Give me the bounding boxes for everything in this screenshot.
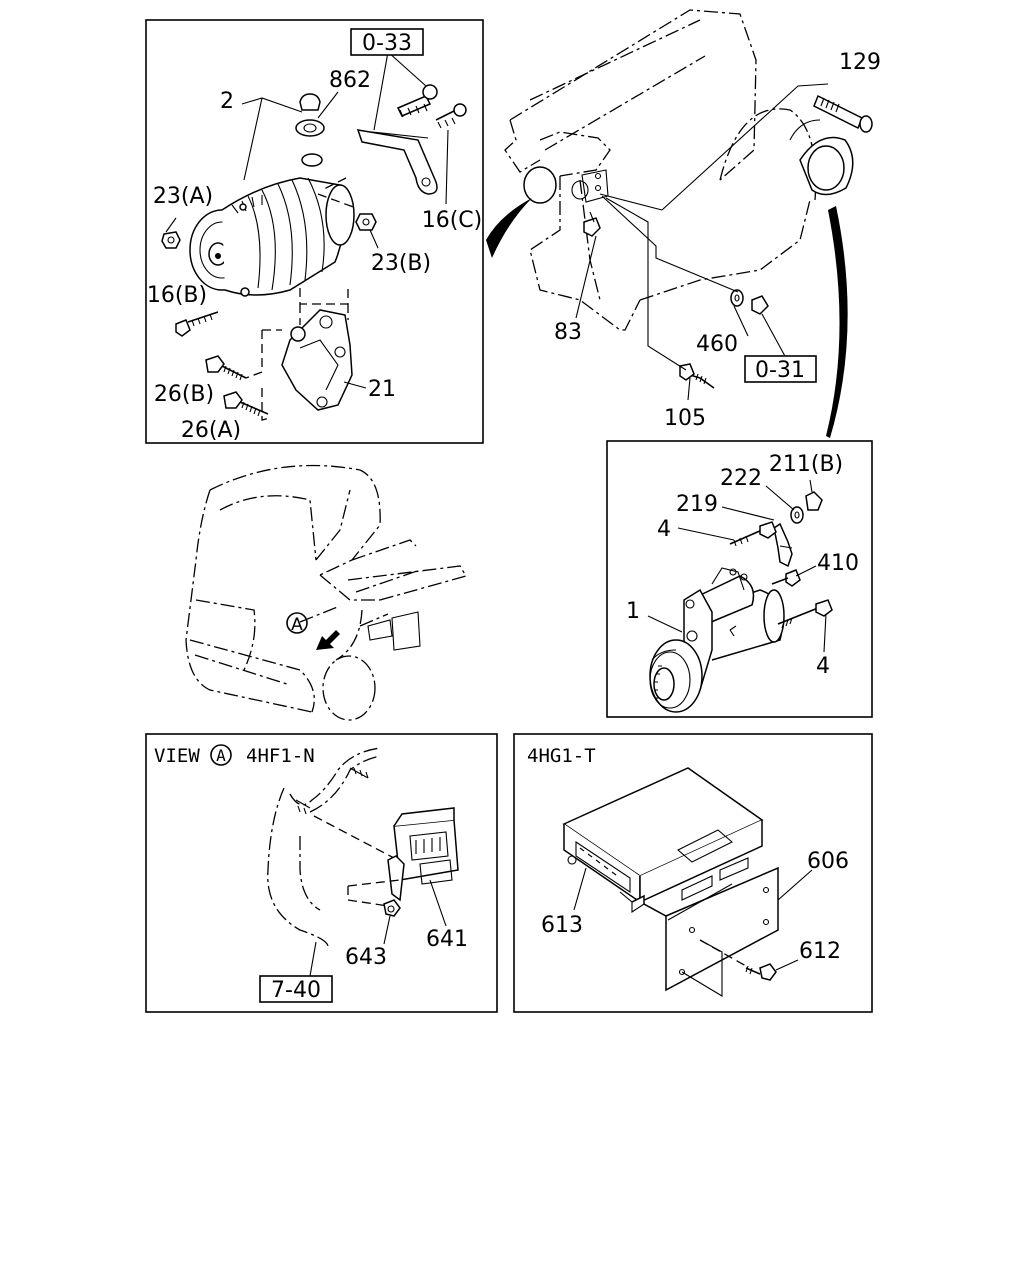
label-219: 219 <box>676 492 718 517</box>
ecu-panel-title: 4HG1-T <box>527 745 596 767</box>
ref-7-40-label: 7-40 <box>271 978 321 1003</box>
starter-panel-frame <box>606 440 873 718</box>
starter-small-parts <box>729 491 833 629</box>
label-23a: 23(A) <box>153 184 213 209</box>
alternator-bracket <box>281 309 353 411</box>
starter-motor-drawing <box>649 567 785 713</box>
label-4-top: 4 <box>657 517 671 542</box>
label-23b: 23(B) <box>371 251 431 276</box>
engine-block-drawing <box>504 9 854 331</box>
swoosh-to-alternator <box>486 198 532 258</box>
bolt-83 <box>583 211 601 237</box>
label-129: 129 <box>839 50 881 75</box>
starter-leader-lines <box>647 479 827 653</box>
label-4-bottom: 4 <box>816 654 830 679</box>
view-marker-circle <box>286 612 308 634</box>
label-16b: 16(B) <box>147 283 207 308</box>
ref-box-0-33: 0-33 <box>350 28 424 56</box>
label-410: 410 <box>817 551 859 576</box>
alternator-leader-lines <box>165 51 449 421</box>
alternator-panel-frame <box>145 19 484 444</box>
label-26b: 26(B) <box>154 382 214 407</box>
ref-0-31-label: 0-31 <box>755 358 805 383</box>
alternator-panel: 0-33 862 2 23(A) 16(C) 23(B) 16(B) 21 26… <box>145 19 484 444</box>
starter-panel: 222 211(B) 219 4 410 1 4 <box>606 440 873 718</box>
label-222: 222 <box>720 466 762 491</box>
ecu-unit-drawing <box>562 767 764 904</box>
view-a-title-circle <box>210 744 232 766</box>
label-643: 643 <box>345 945 387 970</box>
label-21: 21 <box>368 377 396 402</box>
label-16c: 16(C) <box>422 208 483 233</box>
ref-box-7-40: 7-40 <box>259 975 333 1003</box>
ecu-panel: 4HG1-T <box>513 733 873 1013</box>
engine-panel: 129 83 460 0-31 105 <box>486 9 881 438</box>
label-211b: 211(B) <box>769 452 843 477</box>
sensor-105 <box>679 363 715 389</box>
label-606: 606 <box>807 849 849 874</box>
sensor-129 <box>813 94 873 133</box>
view-a-title-marker: A <box>216 746 226 765</box>
swoosh-to-starter <box>826 206 848 438</box>
label-612: 612 <box>799 939 841 964</box>
alternator-small-parts <box>161 84 467 337</box>
label-105: 105 <box>664 406 706 431</box>
label-613: 613 <box>541 913 583 938</box>
truck-cab-panel: A <box>185 464 467 721</box>
label-2: 2 <box>220 89 234 114</box>
alternator-drawing <box>189 153 355 297</box>
view-a-leader-lines <box>309 879 447 977</box>
washer-460 <box>730 289 769 315</box>
ecu-bolt-612 <box>681 939 777 997</box>
view-a-drawing <box>267 747 459 949</box>
ref-0-33-label: 0-33 <box>362 31 412 56</box>
view-arrow <box>316 630 340 650</box>
view-a-panel: VIEW A 4HF1-N 643 <box>145 733 498 1013</box>
view-a-title-model: 4HF1-N <box>246 745 315 767</box>
label-641: 641 <box>426 927 468 952</box>
ecu-leader-lines <box>573 867 813 971</box>
label-460: 460 <box>696 332 738 357</box>
label-1: 1 <box>626 599 640 624</box>
label-862: 862 <box>329 68 371 93</box>
ecu-bracket-drawing <box>619 866 779 992</box>
view-a-panel-frame <box>145 733 498 1013</box>
view-a-title-prefix: VIEW <box>154 745 200 767</box>
truck-cab-drawing <box>185 464 467 721</box>
ecu-panel-frame <box>513 733 873 1013</box>
view-marker-label: A <box>291 615 303 635</box>
engine-leader-lines <box>575 83 829 401</box>
label-26a: 26(A) <box>181 418 241 443</box>
label-83: 83 <box>554 320 582 345</box>
alternator-long-bolts <box>205 355 269 417</box>
ref-box-0-31: 0-31 <box>744 355 817 383</box>
